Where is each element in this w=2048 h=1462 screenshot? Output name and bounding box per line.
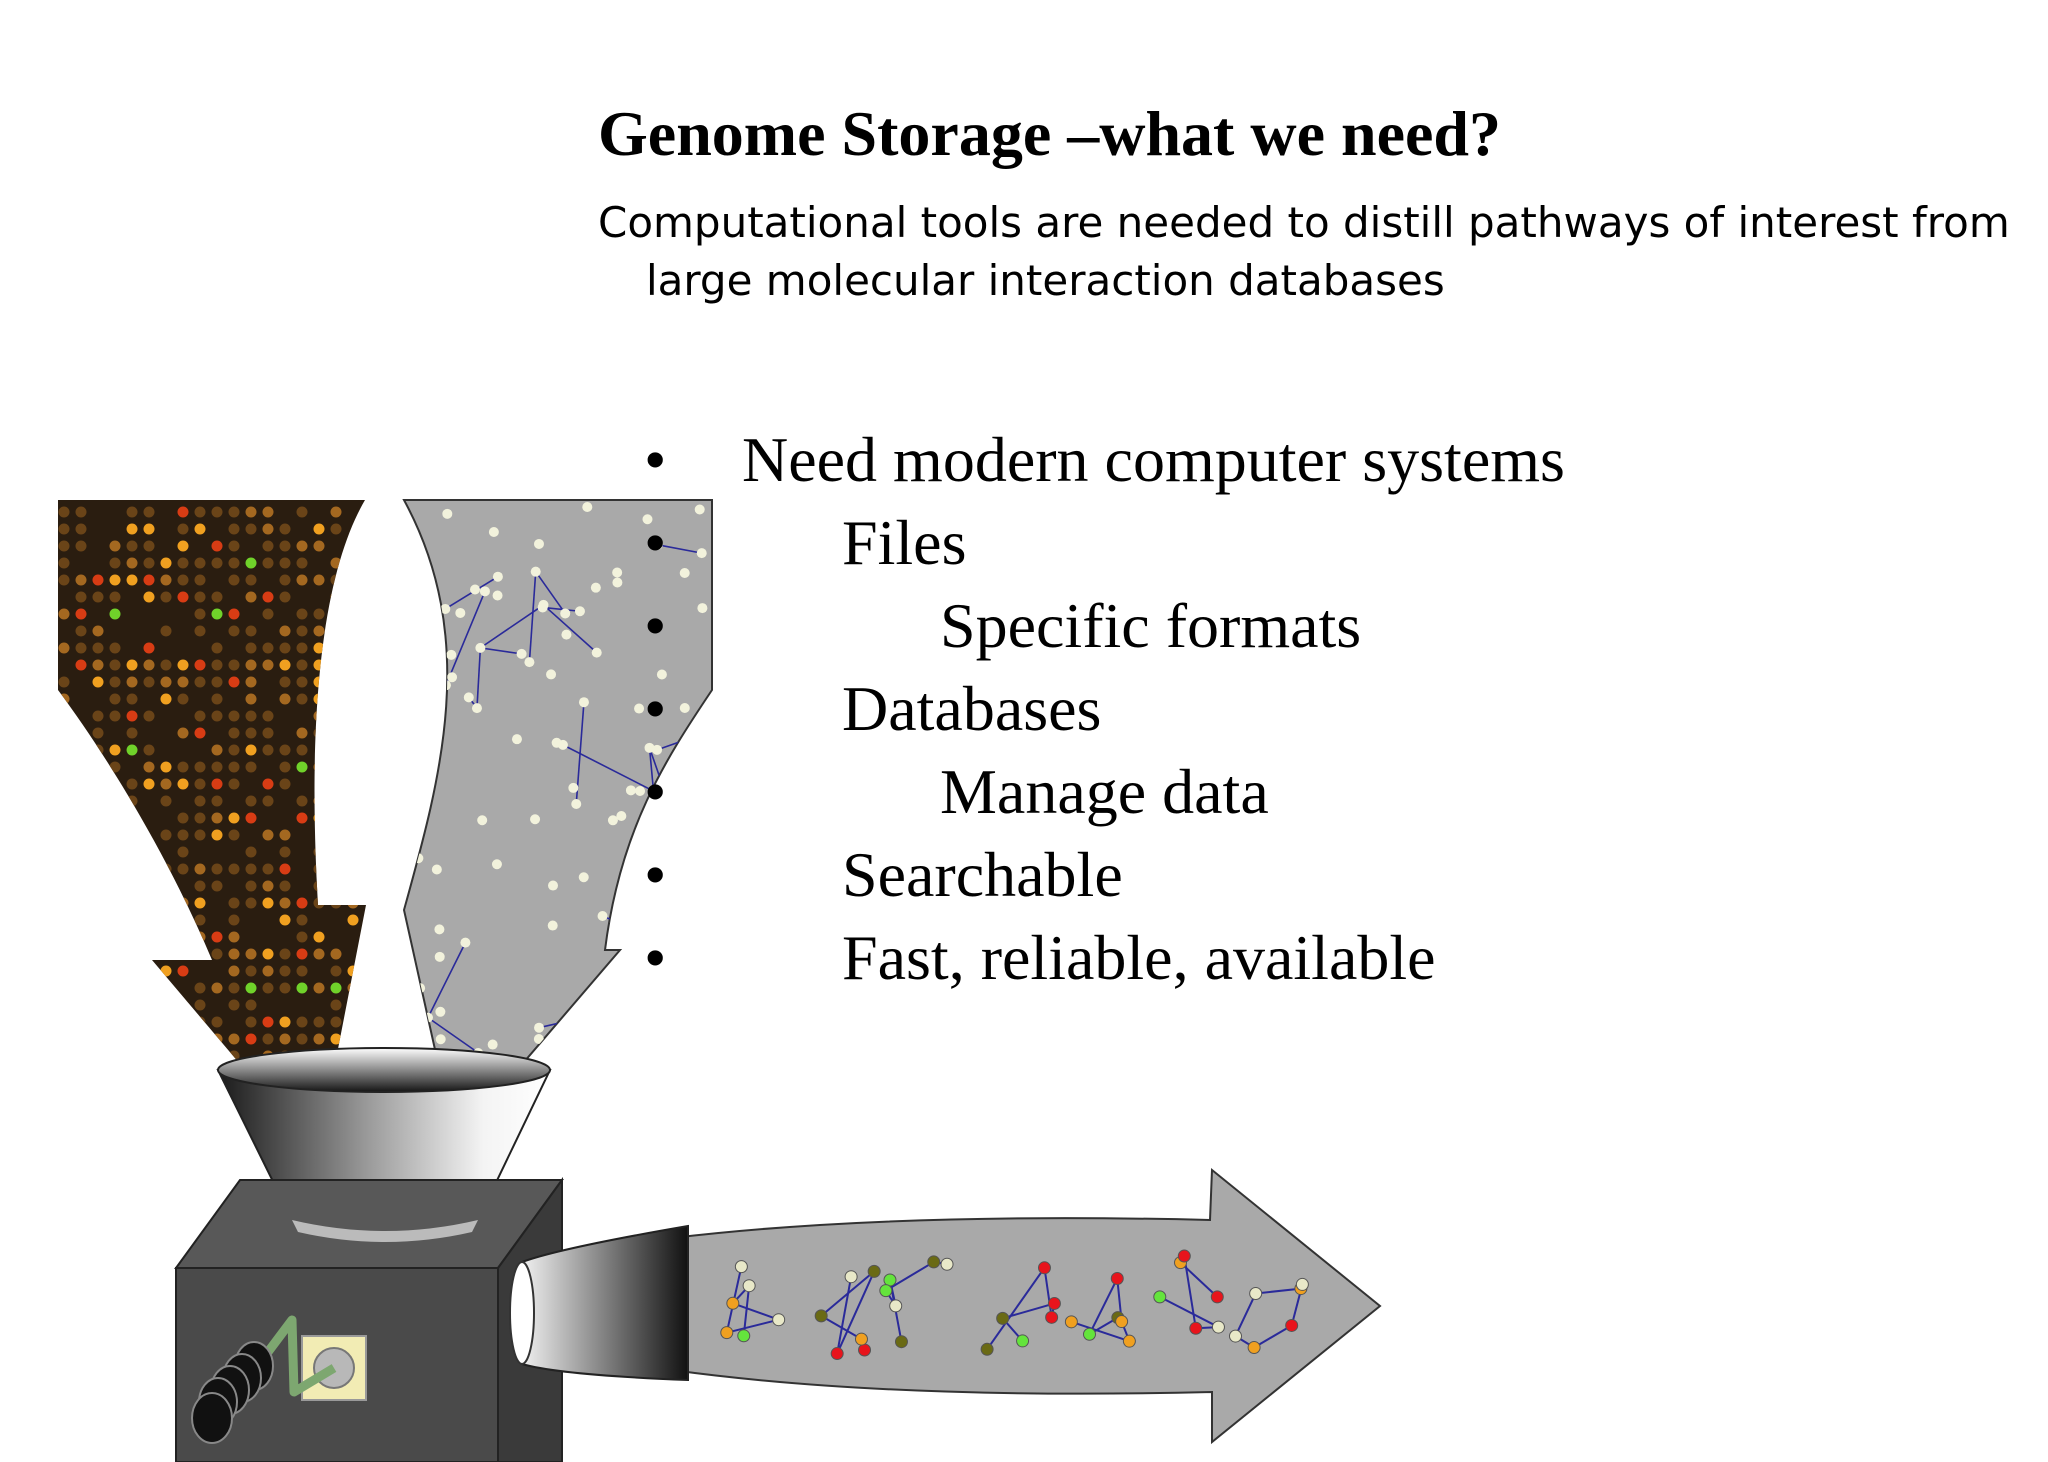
slide-subtitle: Computational tools are needed to distil… [598,198,2010,305]
crank-handle [191,1315,367,1444]
bullet-item: Files [644,501,1565,584]
output-pathway-arrow [509,1167,1382,1445]
bullet-item: Manage data [644,750,1565,833]
microarray-arrow [58,500,366,1090]
machine-box [174,1176,564,1462]
bullet-item: Searchable [644,833,1565,916]
bullet-item: Need modern computer systems [644,418,1565,501]
bullet-item: Databases [644,667,1565,750]
bullet-item: Specific formats [644,584,1565,667]
slide-title: Genome Storage –what we need? [598,98,1501,169]
bullet-item: Fast, reliable, available [644,916,1565,999]
bullet-list: Need modern computer systems Files Speci… [644,418,1565,999]
